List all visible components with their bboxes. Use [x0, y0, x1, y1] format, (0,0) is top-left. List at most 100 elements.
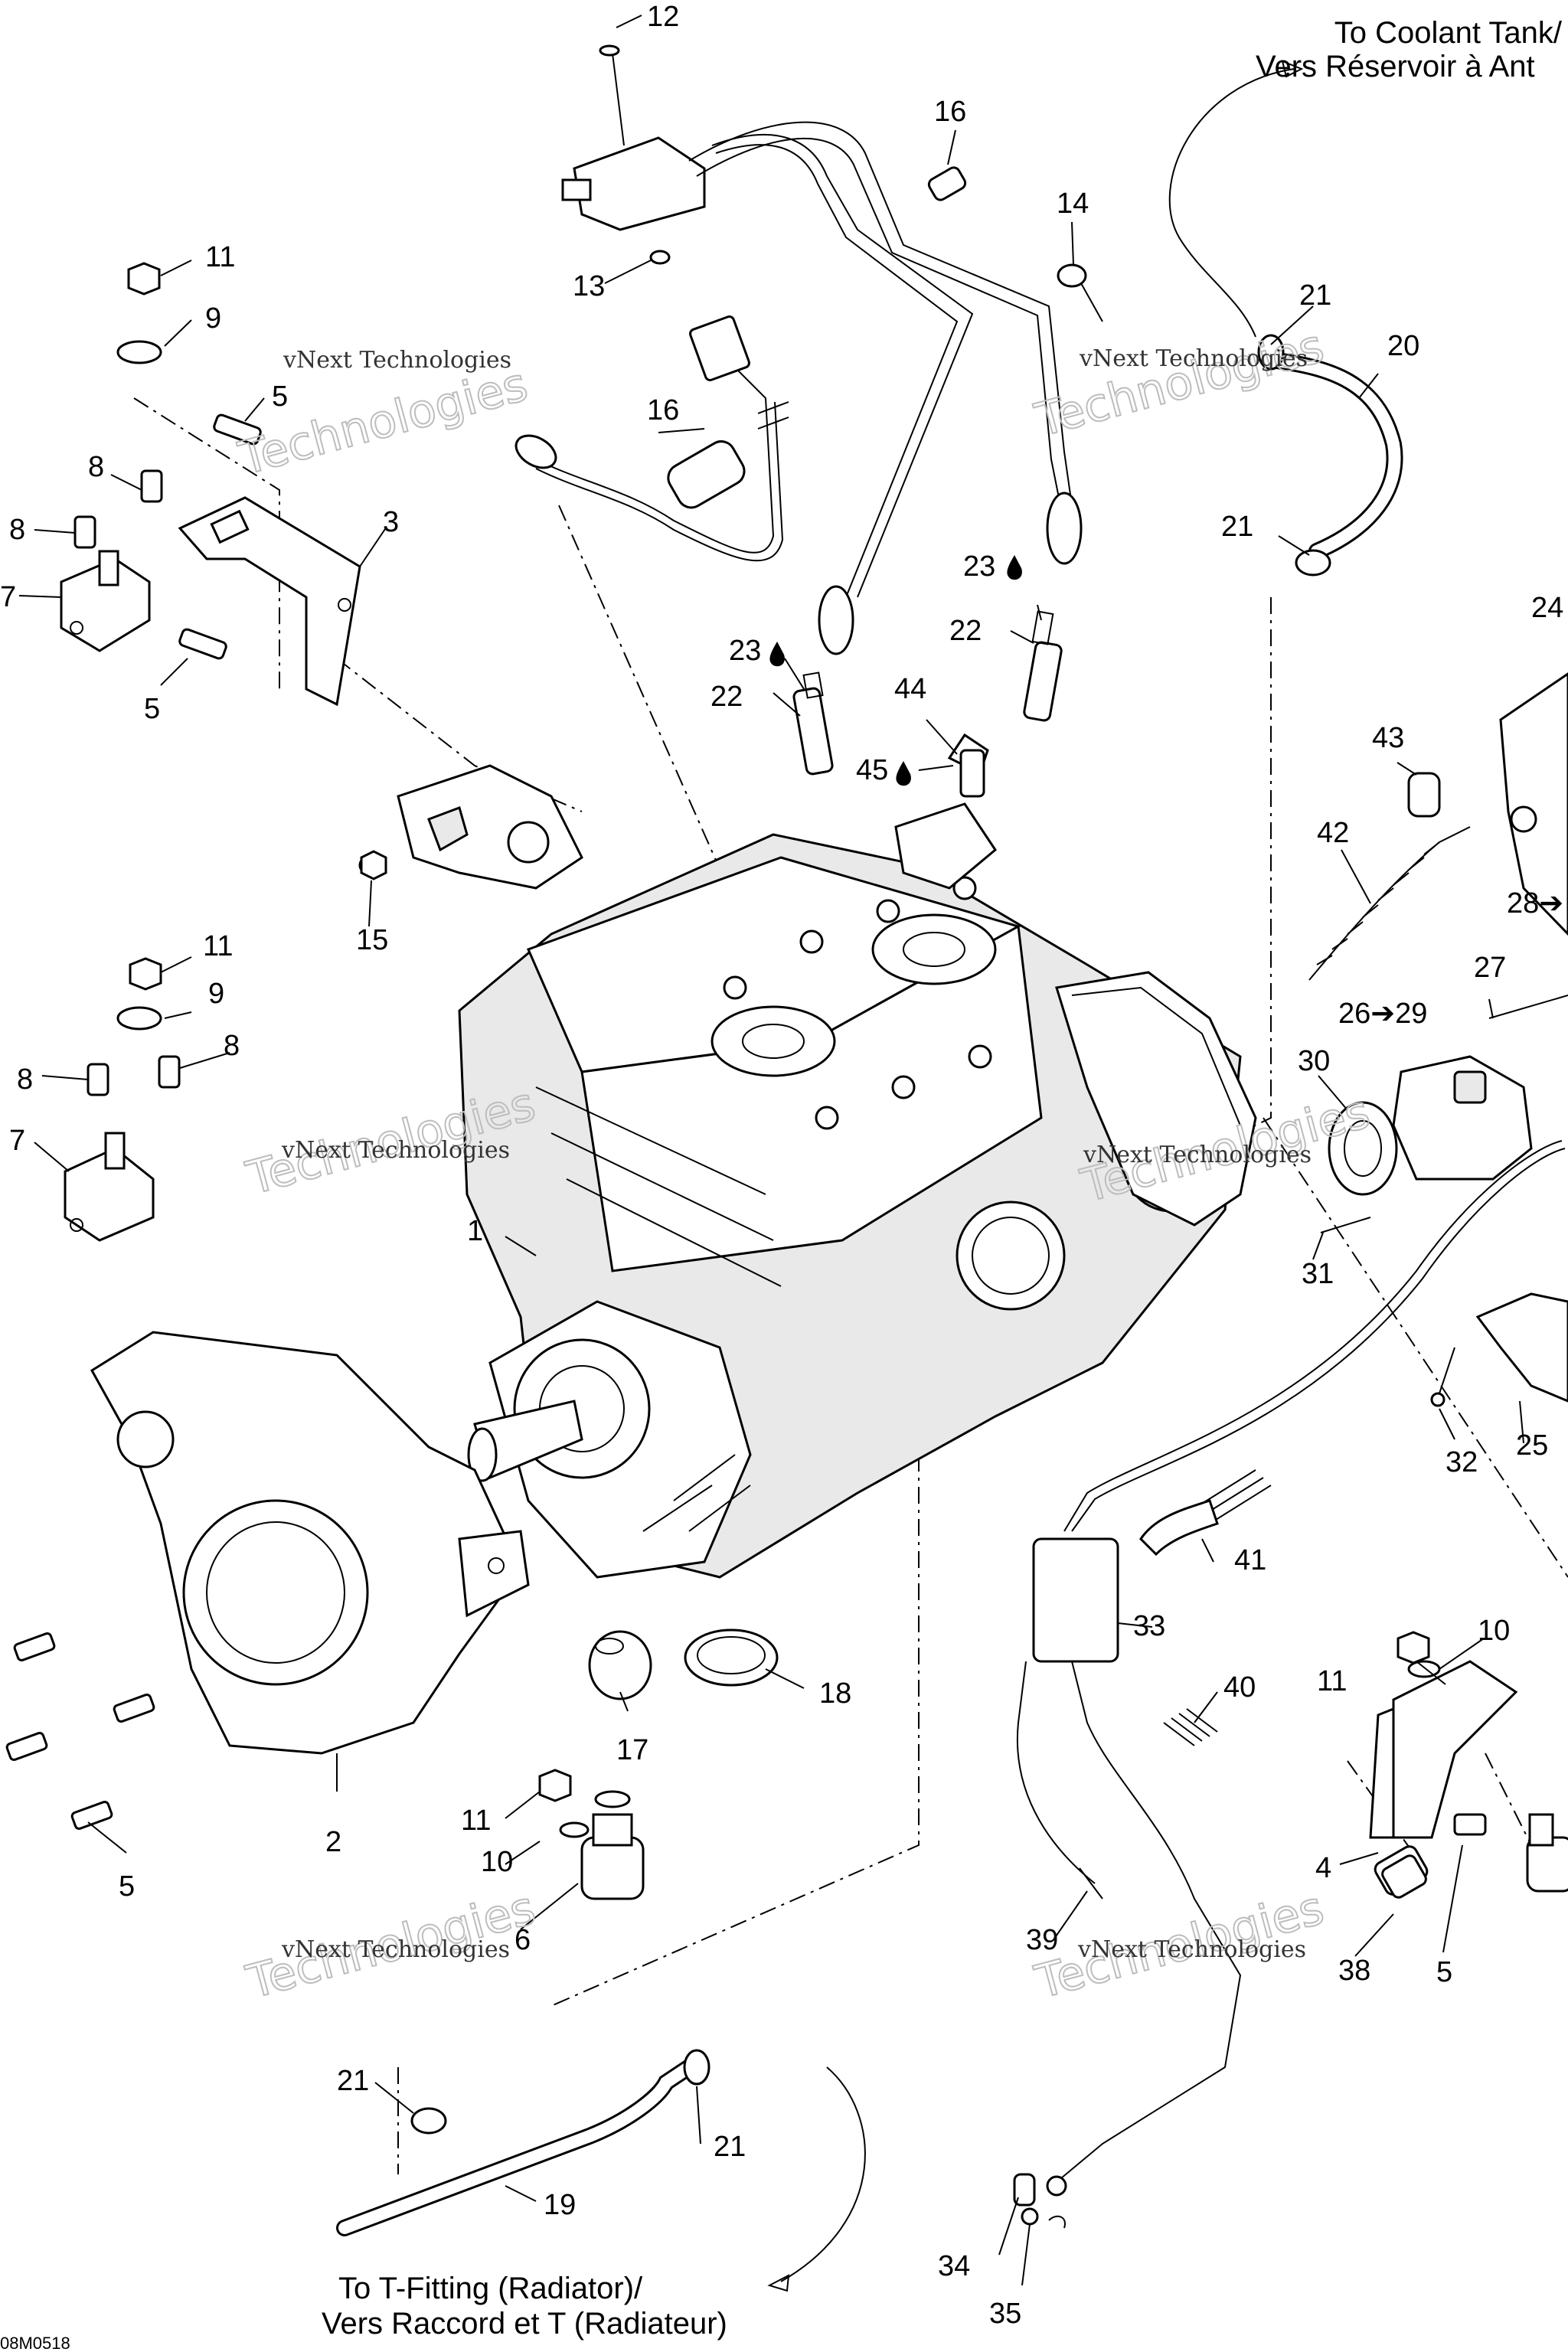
note-t-fitting-en: To T-Fitting (Radiator)/	[338, 2272, 643, 2305]
clamp-14	[1057, 263, 1103, 322]
callout-5d: 5	[1436, 1956, 1452, 1988]
clamp-21-lower-left	[410, 2107, 447, 2135]
callout-10b: 10	[481, 1846, 513, 1878]
callout-19: 19	[544, 2189, 576, 2221]
callout-21c: 21	[337, 2065, 369, 2097]
svg-text:vNext Technologies: vNext Technologies	[1079, 345, 1308, 372]
clamp-21-lower-right	[683, 2049, 710, 2086]
cable-39	[1016, 1661, 1103, 1900]
callout-23a: 23	[963, 550, 995, 583]
housing-26	[1392, 1055, 1533, 1181]
callout-15: 15	[356, 924, 388, 956]
drop-icon	[896, 761, 911, 786]
callout-2: 2	[325, 1826, 341, 1858]
coolant-hose-20	[1263, 351, 1403, 560]
wire-32	[1430, 1347, 1455, 1407]
rubber-mount-6	[580, 1790, 645, 1900]
callout-7b: 7	[9, 1125, 25, 1157]
spring-41	[1139, 1469, 1272, 1557]
callout-22b: 22	[710, 681, 743, 713]
callout-13: 13	[573, 270, 605, 302]
svg-text:vNext Technologies: vNext Technologies	[1077, 1936, 1306, 1963]
engine-support-bracket	[178, 496, 361, 707]
tube-routing	[688, 121, 1083, 655]
callout-38: 38	[1338, 1955, 1370, 1987]
spark-plug-22-right	[1023, 610, 1063, 722]
callout-25: 25	[1516, 1429, 1548, 1462]
drawing-code: 08M0518	[0, 2334, 70, 2352]
fasteners	[5, 262, 1568, 1838]
callout-5a: 5	[272, 381, 288, 413]
callout-3: 3	[383, 506, 399, 538]
sealant-drop-icons	[769, 555, 1022, 786]
sensor-12-assembly	[561, 44, 706, 265]
callout-24: 24	[1531, 592, 1563, 624]
engine-mount-middle	[64, 1132, 155, 1242]
callout-1: 1	[467, 1215, 483, 1247]
callout-34: 34	[938, 2250, 970, 2282]
callout-42: 42	[1317, 817, 1349, 849]
callout-8d: 8	[17, 1063, 33, 1096]
drop-icon	[769, 642, 785, 667]
hose-19	[336, 2059, 697, 2236]
callout-40: 40	[1223, 1671, 1256, 1704]
spring-40	[1163, 1708, 1218, 1746]
callout-11c: 11	[1317, 1665, 1347, 1697]
callout-16a: 16	[934, 96, 966, 128]
engine-mount-upper	[60, 550, 151, 652]
callout-33: 33	[1133, 1610, 1165, 1642]
bracket-25	[1475, 1292, 1568, 1403]
svg-text:vNext Technologies: vNext Technologies	[281, 1936, 510, 1963]
note-coolant-tank-en: To Coolant Tank/	[1334, 16, 1563, 50]
callout-10a: 10	[1478, 1615, 1510, 1647]
callout-18: 18	[819, 1677, 851, 1710]
callout-5c: 5	[119, 1870, 135, 1903]
spring-42	[1308, 826, 1471, 981]
cable-34	[1013, 1661, 1242, 2207]
callout-43: 43	[1372, 722, 1404, 754]
callout-4: 4	[1315, 1852, 1331, 1884]
callout-41: 41	[1234, 1544, 1266, 1576]
seal-18	[684, 1628, 779, 1687]
callout-28: 28➔	[1507, 887, 1563, 920]
callout-6: 6	[514, 1924, 531, 1956]
svg-text:vNext Technologies: vNext Technologies	[281, 1137, 510, 1164]
clip-16	[927, 166, 967, 201]
spark-plug-22-left	[792, 671, 834, 776]
callout-5b: 5	[144, 693, 160, 725]
callout-8a: 8	[88, 451, 104, 483]
bracket-15	[358, 764, 583, 890]
callout-44: 44	[894, 673, 926, 705]
callout-17: 17	[616, 1734, 648, 1766]
callout-23b: 23	[729, 635, 761, 667]
drop-icon	[1007, 555, 1022, 580]
clamp-21-upper	[1257, 334, 1285, 371]
svg-text:vNext Technologies: vNext Technologies	[283, 347, 511, 374]
callout-20: 20	[1387, 330, 1419, 362]
throttle-cable	[1063, 1140, 1566, 1532]
wire-harness-16	[514, 315, 789, 562]
callout-11d: 11	[461, 1805, 491, 1837]
clamp-21-mid	[1295, 549, 1331, 577]
note-t-fitting-fr: Vers Raccord et T (Radiateur)	[322, 2307, 727, 2341]
callout-30: 30	[1298, 1045, 1330, 1077]
callout-21d: 21	[714, 2131, 746, 2163]
svg-text:vNext Technologies: vNext Technologies	[1083, 1142, 1312, 1168]
callout-27: 27	[1474, 952, 1506, 984]
rubber-mount-right	[1526, 1813, 1568, 1893]
callout-14: 14	[1057, 188, 1089, 220]
sleeve-43	[1407, 772, 1441, 818]
bolt-38	[1381, 1854, 1427, 1899]
routing-arrows	[767, 60, 1304, 2292]
callout-12: 12	[647, 1, 679, 33]
callout-9b: 9	[208, 978, 224, 1010]
callout-16b: 16	[647, 394, 679, 426]
routing-notes: To Coolant Tank/ Vers Réservoir à Ant To…	[322, 16, 1563, 2341]
cover-24	[1499, 672, 1568, 936]
callout-8b: 8	[9, 514, 25, 546]
cable-housing-33	[1032, 1537, 1119, 1663]
callout-7a: 7	[0, 581, 16, 613]
callout-9a: 9	[205, 302, 221, 335]
